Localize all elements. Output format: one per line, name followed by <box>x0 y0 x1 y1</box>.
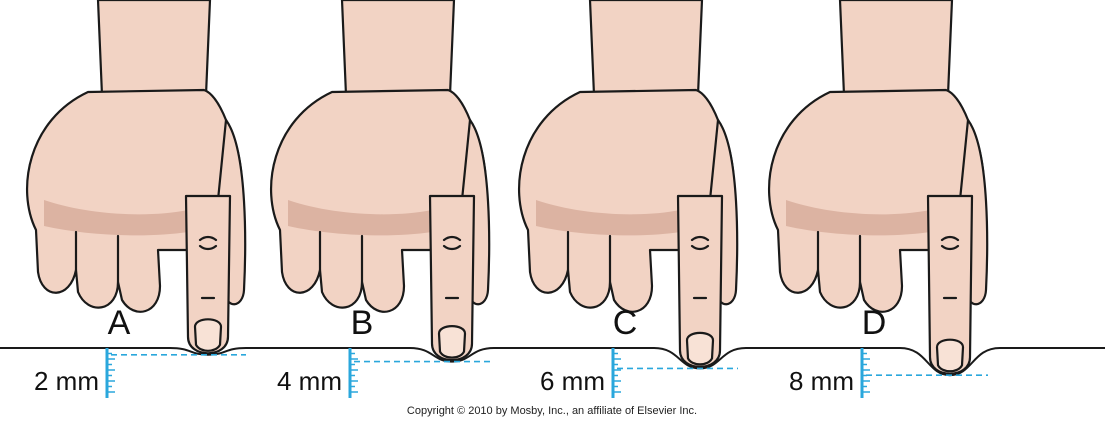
copyright-text: Copyright © 2010 by Mosby, Inc., an affi… <box>407 405 697 417</box>
fingernail <box>195 319 221 351</box>
depth-label-b: 4 mm <box>277 366 342 396</box>
panel-letter-b: B <box>351 304 374 342</box>
forearm <box>590 0 702 95</box>
hands-layer <box>27 0 987 374</box>
depth-ruler-a <box>107 348 246 398</box>
pressing-hand-b <box>271 0 489 360</box>
fingernail <box>439 326 465 358</box>
depth-label-d: 8 mm <box>789 366 854 396</box>
fingernail <box>687 333 713 365</box>
forearm <box>342 0 454 95</box>
forearm <box>98 0 210 95</box>
panel-letter-a: A <box>108 304 131 342</box>
forearm <box>840 0 952 95</box>
panel-letter-c: C <box>613 304 638 342</box>
panel-letter-d: D <box>862 304 887 342</box>
pressing-hand-a <box>27 0 245 353</box>
depth-label-a: 2 mm <box>34 366 99 396</box>
fingernail <box>937 340 963 372</box>
depth-label-c: 6 mm <box>540 366 605 396</box>
